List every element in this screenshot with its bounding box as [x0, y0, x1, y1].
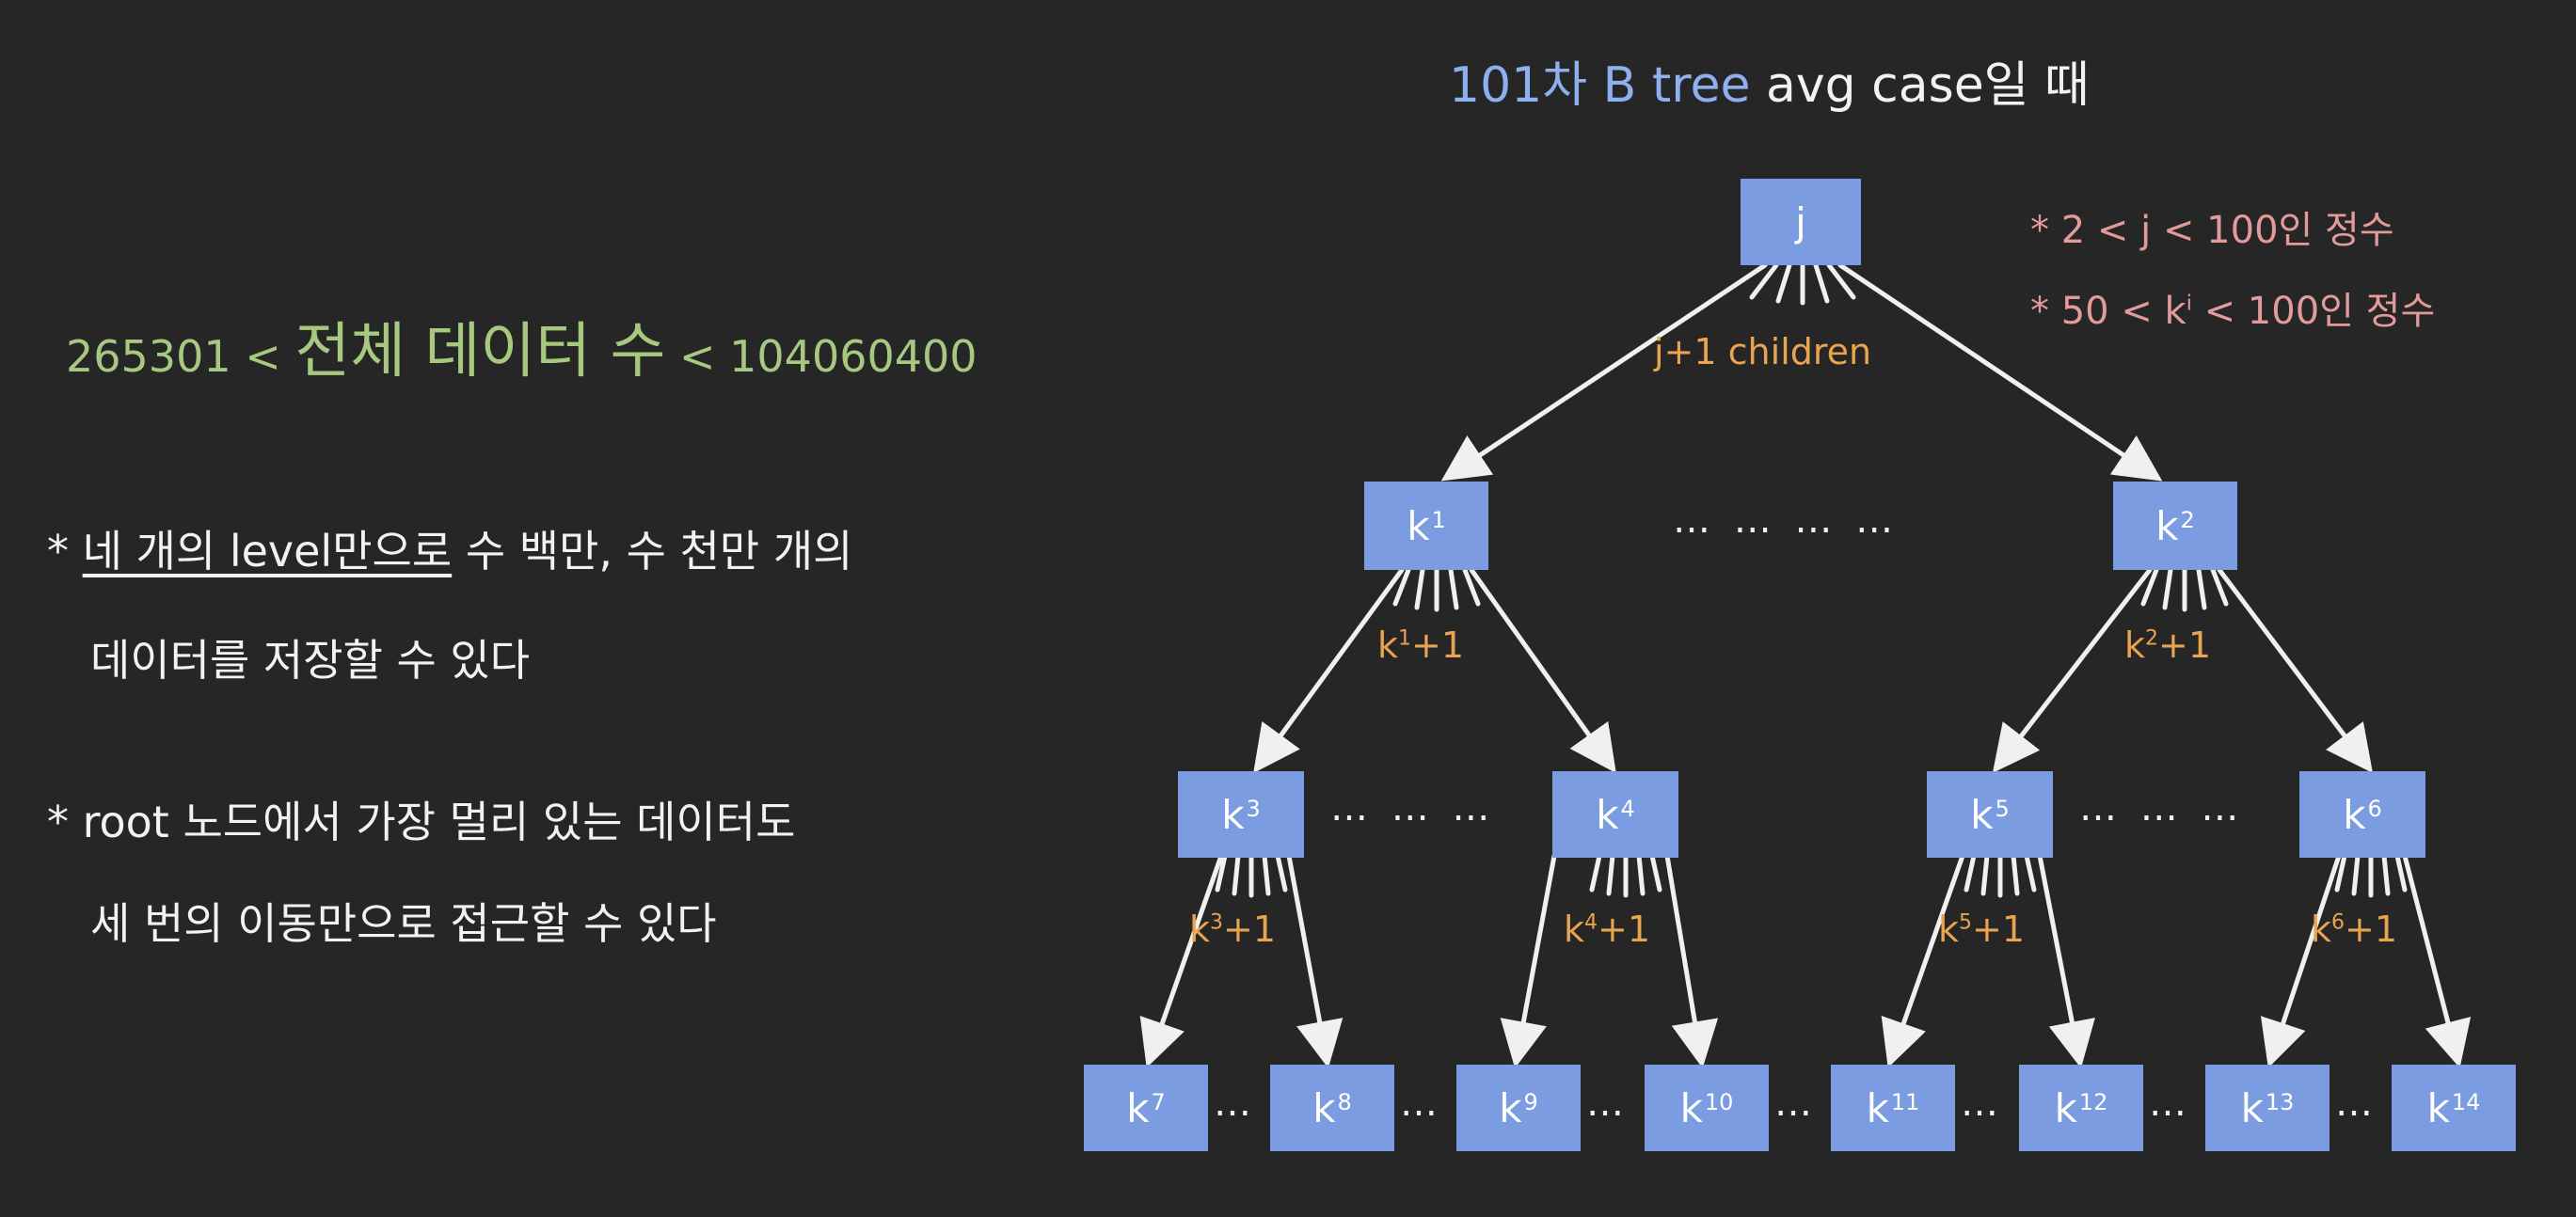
dots-level-2-left: … … … [1330, 786, 1496, 830]
children-label-k6: k6+1 [2311, 909, 2398, 950]
dots-leaf-7: … [2335, 1082, 2378, 1125]
title-suffix: avg case일 때 [1765, 57, 2090, 114]
edge-k6-k14 [2402, 853, 2472, 1068]
children-label-k1: k1+1 [1377, 624, 1465, 666]
children-label-k2: k2+1 [2124, 624, 2212, 666]
dots-level-1: … … … … [1673, 498, 1900, 542]
edge-k3-k8 [1286, 853, 1344, 1068]
note-2-line-2: 세 번의 이동만으로 접근할 수 있다 [90, 898, 717, 949]
edge-k6-k13 [2260, 853, 2342, 1068]
constraint-k: * 50 < ki < 100인 정수 [2030, 290, 2436, 333]
edge-k4-k9 [1500, 853, 1557, 1068]
note-1-line-1: * 네 개의 level만으로 수 백만, 수 천만 개의 [47, 517, 852, 579]
edge-k4-k10 [1664, 853, 1719, 1068]
edge-k2-k5 [1992, 567, 2153, 773]
edge-k5-k12 [2037, 853, 2095, 1068]
edge-k1-k4 [1469, 567, 1616, 774]
dots-leaf-4: … [1774, 1082, 1818, 1125]
edge-k1-k3 [1253, 567, 1405, 774]
edge-root-k1 [1440, 262, 1768, 482]
note-1-rest: 수 백만, 수 천만 개의 [465, 526, 853, 577]
title-prefix: 101차 B tree [1449, 57, 1751, 114]
dots-leaf-6: … [2149, 1082, 2192, 1125]
dots-leaf-5: … [1961, 1082, 2004, 1125]
tree-node-root: j [1741, 179, 1861, 265]
edge-root-k2 [1837, 262, 2163, 482]
children-label-k3: k3+1 [1189, 909, 1277, 950]
note-1-line-2: 데이터를 저장할 수 있다 [90, 635, 531, 686]
total-label: 전체 데이터 수 [294, 317, 666, 387]
edge-k2-k6 [2217, 567, 2374, 773]
root-children-label: j+1 children [1654, 331, 1872, 372]
constraint-j: * 2 < j < 100인 정수 [2030, 209, 2394, 252]
dots-leaf-1: … [1214, 1082, 1257, 1125]
dots-leaf-3: … [1586, 1082, 1630, 1125]
total-upper: < 104060400 [678, 331, 978, 382]
children-label-k5: k5+1 [1938, 909, 2026, 950]
edge-k5-k11 [1881, 853, 1965, 1068]
note-2-line-1: * root 노드에서 가장 멀리 있는 데이터도 [47, 797, 796, 847]
dots-level-2-right: … … … [2079, 786, 2245, 830]
note-1-marker: * [47, 526, 69, 577]
children-label-k4: k4+1 [1564, 909, 1651, 950]
total-data-range: 265301 < 전체 데이터 수 < 104060400 [66, 303, 978, 389]
total-lower: 265301 < [66, 331, 281, 382]
root-label: j [1795, 198, 1806, 245]
dots-leaf-2: … [1400, 1082, 1443, 1125]
diagram-title: 101차 B tree avg case일 때 [1449, 45, 2090, 116]
edge-k3-k7 [1139, 853, 1224, 1068]
note-1-underlined: 네 개의 level만으로 [82, 526, 453, 577]
